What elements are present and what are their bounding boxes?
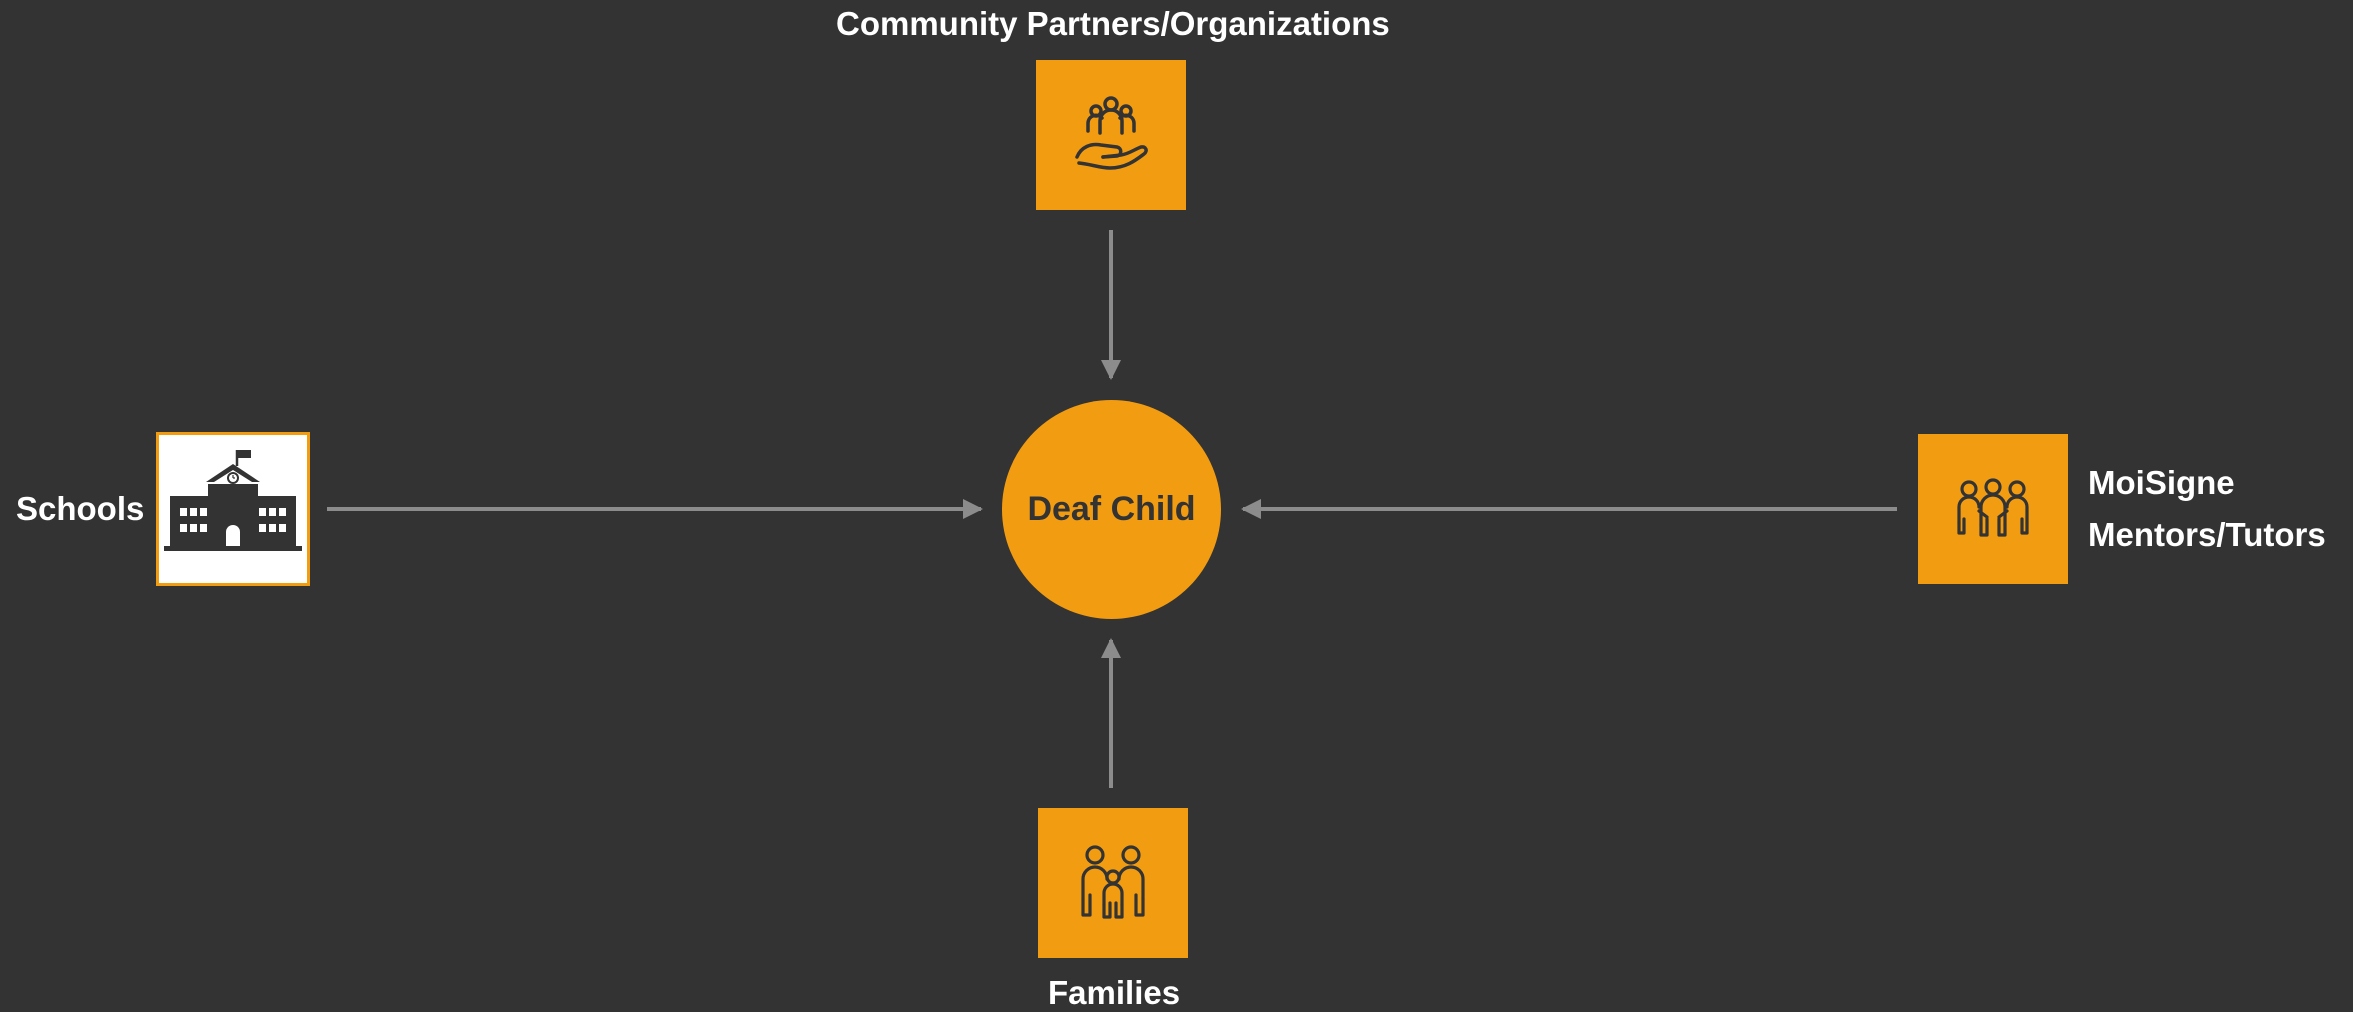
schools-box	[156, 432, 310, 586]
hand-community-icon	[1075, 96, 1148, 170]
mentor-group-icon	[1957, 478, 2029, 537]
families-box	[1038, 808, 1188, 958]
schools-label: Schools	[16, 490, 145, 527]
community-partners-label: Community Partners/Organizations	[836, 5, 1390, 42]
mentors-tutors-box	[1918, 434, 2068, 584]
families-label: Families	[1048, 974, 1181, 1011]
deaf-child-node: Deaf Child	[1002, 400, 1221, 619]
mentors-label-line1: MoiSigne	[2088, 464, 2235, 501]
deaf-child-label: Deaf Child	[1027, 490, 1196, 528]
school-building-icon	[164, 450, 302, 551]
mentors-label-line2: Mentors/Tutors	[2088, 516, 2326, 553]
family-icon	[1081, 845, 1145, 919]
community-partners-box	[1036, 60, 1186, 210]
